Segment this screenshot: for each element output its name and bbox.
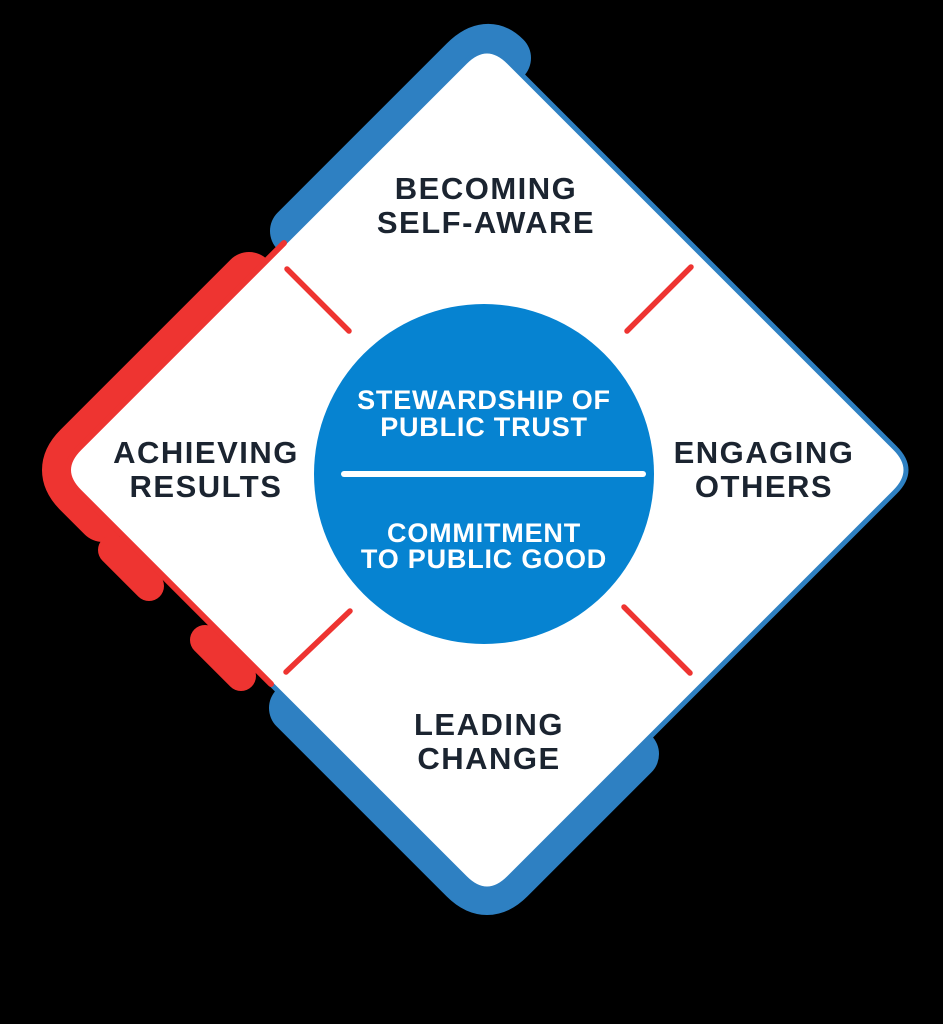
quadrant-label-line: RESULTS xyxy=(129,469,283,504)
quadrant-label-line: BECOMING xyxy=(394,171,578,206)
divider-line-bottom-right xyxy=(621,604,693,676)
quadrant-label-becoming-self-aware: BECOMING SELF-AWARE xyxy=(286,172,686,240)
circle-label-commitment: COMMITMENT TO PUBLIC GOOD xyxy=(304,518,664,574)
circle-label-line: COMMITMENT xyxy=(387,518,581,548)
quadrant-label-line: ACHIEVING xyxy=(113,435,299,470)
quadrant-label-line: SELF-AWARE xyxy=(376,205,596,240)
quadrant-label-line: OTHERS xyxy=(694,469,834,504)
red-dash-1 xyxy=(98,535,164,601)
circle-label-line: STEWARDSHIP OF xyxy=(357,385,611,415)
quadrant-label-leading-change: LEADING CHANGE xyxy=(289,708,689,776)
circle-label-line: PUBLIC TRUST xyxy=(380,412,588,442)
quadrant-label-line: CHANGE xyxy=(417,741,561,776)
divider-line-top-right xyxy=(624,264,694,334)
red-border-left-segment xyxy=(65,240,287,687)
divider-line-bottom-left xyxy=(283,608,353,675)
quadrant-label-engaging-others: ENGAGING OTHERS xyxy=(614,436,914,504)
quadrant-label-line: ENGAGING xyxy=(673,435,855,470)
circle-divider-line xyxy=(341,471,646,477)
circle-label-line: TO PUBLIC GOOD xyxy=(360,544,608,574)
divider-line-top-left xyxy=(284,266,352,334)
quadrant-label-achieving-results: ACHIEVING RESULTS xyxy=(56,436,356,504)
quadrant-label-line: LEADING xyxy=(414,707,564,742)
circle-label-stewardship: STEWARDSHIP OF PUBLIC TRUST xyxy=(304,387,664,441)
red-dash-2 xyxy=(190,625,256,691)
